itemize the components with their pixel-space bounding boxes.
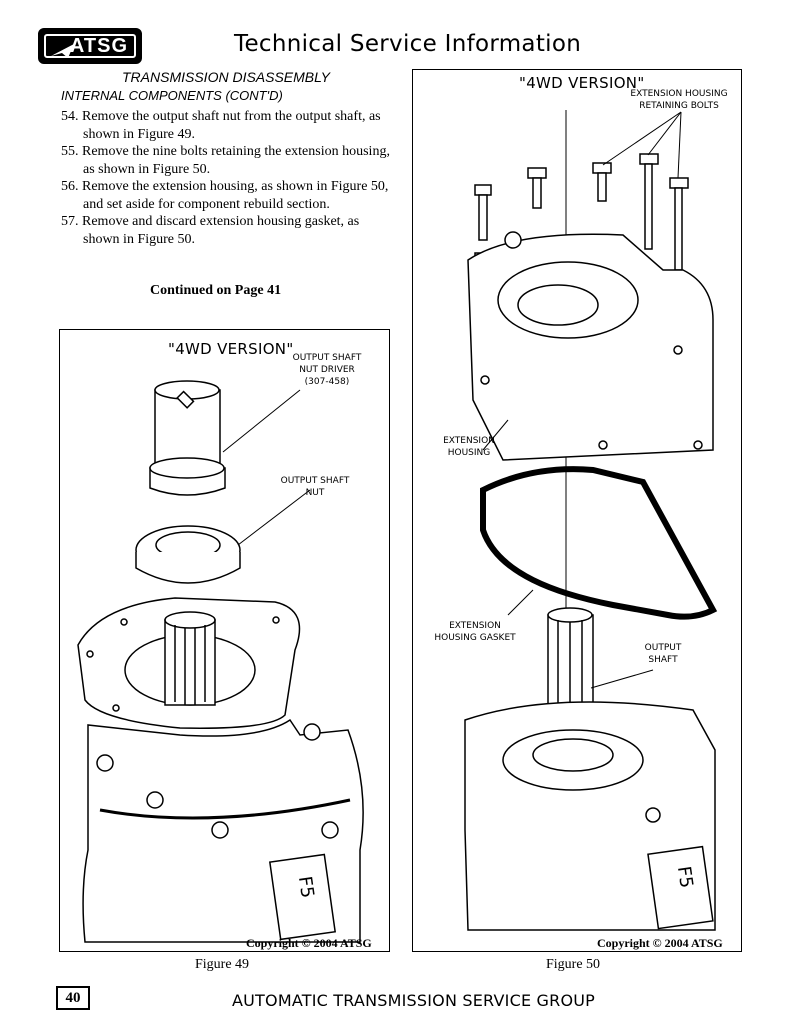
case-tag-text: F5 <box>673 865 697 890</box>
step-number: 57. <box>61 214 79 229</box>
callout-line: OUTPUT SHAFT <box>292 353 362 363</box>
figure-49-version-label: "4WD VERSION" <box>168 340 294 358</box>
figure-50-box: F5 "4WD VERSION" EXTENSION HOUSING RETAI… <box>412 69 742 952</box>
callout-output-shaft: OUTPUT SHAFT <box>635 642 691 666</box>
output-shaft <box>164 619 216 706</box>
callout-line: EXTENSION <box>443 436 495 446</box>
extension-housing-gasket <box>480 466 718 620</box>
step-number: 54. <box>61 109 79 124</box>
step-number: 55. <box>61 144 79 159</box>
id-tag-plate <box>268 853 337 941</box>
callout-line: HOUSING GASKET <box>434 633 516 643</box>
logo-text: ATSG <box>69 34 128 57</box>
callout-line: SHAFT <box>648 655 678 665</box>
figure-50-copyright: Copyright © 2004 ATSG <box>597 936 723 950</box>
figure-49-caption: Figure 49 <box>195 957 250 972</box>
callout-line: NUT DRIVER <box>299 365 355 375</box>
step-text: Remove the output shaft nut from the out… <box>82 109 381 142</box>
callout-output-shaft-nut-driver: OUTPUT SHAFT NUT DRIVER (307-458) <box>272 352 382 388</box>
id-tag-plate <box>647 845 714 930</box>
section-subtitle: INTERNAL COMPONENTS (CONT'D) <box>61 88 283 103</box>
callout-extension-housing-retaining-bolts: EXTENSION HOUSING RETAINING BOLTS <box>618 88 740 112</box>
figure-50-illustration: F5 <box>464 110 718 931</box>
figure-49-copyright: Copyright © 2004 ATSG <box>246 936 372 950</box>
step-text: Remove and discard extension housing gas… <box>82 214 360 247</box>
page-number: 40 <box>56 986 90 1010</box>
figure-49-box: F5 "4WD VERSION" OUTPUT SHAFT NUT DRIVER… <box>59 329 390 952</box>
footer-text: AUTOMATIC TRANSMISSION SERVICE GROUP <box>232 991 596 1010</box>
callout-line: EXTENSION HOUSING <box>630 89 728 99</box>
case-tag-text: F5 <box>294 875 318 900</box>
step-54: 54. Remove the output shaft nut from the… <box>61 108 391 143</box>
step-text: Remove the nine bolts retaining the exte… <box>82 144 390 177</box>
logo-bird-icon <box>51 44 74 58</box>
step-57: 57. Remove and discard extension housing… <box>61 213 391 248</box>
figure-50-version-label: "4WD VERSION" <box>519 74 645 92</box>
step-56: 56. Remove the extension housing, as sho… <box>61 178 391 213</box>
callout-line: OUTPUT <box>644 643 682 653</box>
procedure-steps: 54. Remove the output shaft nut from the… <box>61 108 391 248</box>
callout-line: (307-458) <box>304 377 350 387</box>
atsg-logo: ATSG <box>38 28 142 64</box>
callout-line: EXTENSION <box>449 621 501 631</box>
callout-extension-housing: EXTENSION HOUSING <box>429 435 509 459</box>
figure-49-illustration: F5 <box>77 380 364 943</box>
callout-line: RETAINING BOLTS <box>639 101 719 111</box>
callout-line: OUTPUT SHAFT <box>280 476 350 486</box>
callout-extension-housing-gasket: EXTENSION HOUSING GASKET <box>425 620 525 644</box>
callout-line: NUT <box>305 488 325 498</box>
callout-line: HOUSING <box>447 448 491 458</box>
step-number: 56. <box>61 179 79 194</box>
page-header-title: Technical Service Information <box>234 31 582 57</box>
continued-note: Continued on Page 41 <box>150 283 282 298</box>
figure-50-caption: Figure 50 <box>546 957 601 972</box>
section-title: TRANSMISSION DISASSEMBLY <box>122 69 330 85</box>
step-text: Remove the extension housing, as shown i… <box>82 179 389 212</box>
step-55: 55. Remove the nine bolts retaining the … <box>61 143 391 178</box>
callout-output-shaft-nut: OUTPUT SHAFT NUT <box>260 475 370 499</box>
